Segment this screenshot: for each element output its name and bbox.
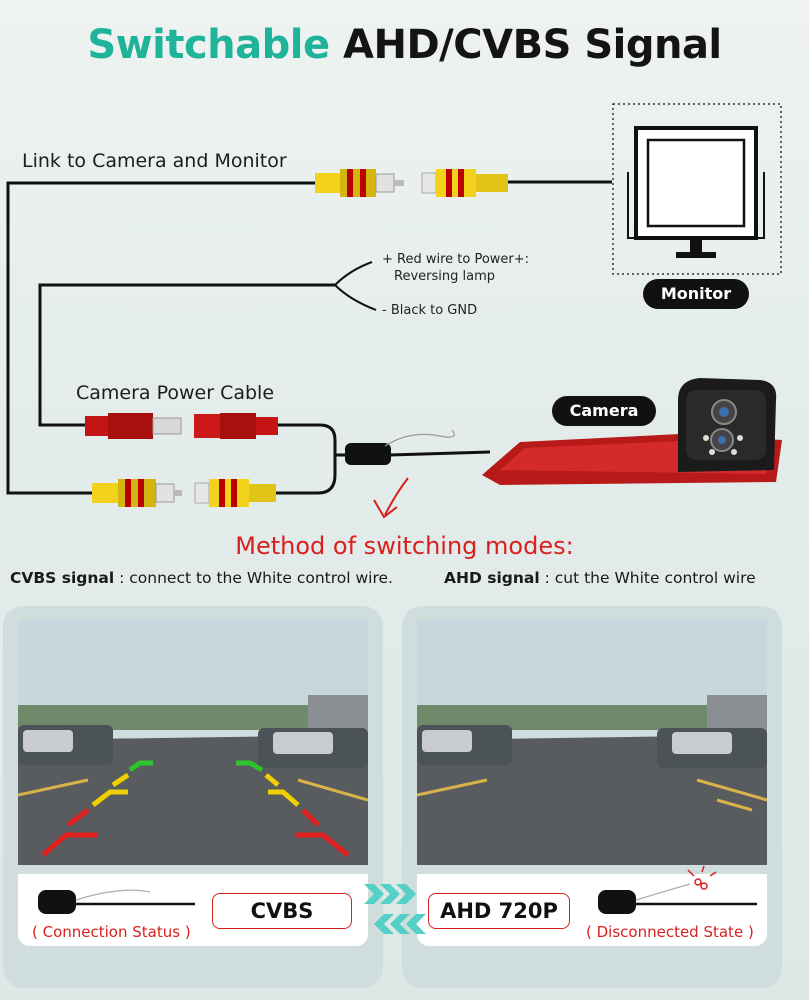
connected-wire-icon (38, 889, 195, 914)
ahd-instruction: AHD signal : cut the White control wire (444, 569, 756, 587)
link-label: Link to Camera and Monitor (22, 150, 287, 172)
cvbs-camera-view (18, 620, 368, 865)
monitor-icon (612, 103, 782, 275)
rca-connector-icon (92, 479, 182, 507)
rca-connector-icon (194, 479, 276, 507)
cvbs-mode-label: CVBS (212, 893, 352, 929)
title-highlight: Switchable (87, 22, 330, 68)
disconnected-state: ( Disconnected State ) (586, 923, 754, 941)
black-wire-label: - Black to GND (382, 303, 478, 318)
connection-status: ( Connection Status ) (32, 923, 191, 941)
ahd-text: : cut the White control wire (539, 569, 756, 587)
rca-connector-icon (421, 169, 508, 197)
page-title: Switchable AHD/CVBS Signal (0, 22, 809, 68)
arrow-icon (373, 477, 409, 519)
switch-arrows-icon (364, 884, 426, 934)
power-connector-icon (194, 413, 278, 439)
cvbs-text: : connect to the White control wire. (114, 569, 393, 587)
cvbs-key: CVBS signal (10, 569, 115, 587)
red-wire-sublabel: Reversing lamp (394, 269, 495, 284)
camera-icon (482, 378, 782, 485)
junction-box (345, 443, 391, 465)
red-wire-label: + Red wire to Power+: (382, 252, 530, 267)
camera-badge: Camera (552, 396, 656, 426)
rca-connector-icon (315, 169, 404, 197)
power-connector-icon (85, 413, 182, 439)
cvbs-instruction: CVBS signal : connect to the White contr… (10, 569, 393, 587)
wiring-diagram (6, 103, 782, 519)
power-cable-label: Camera Power Cable (76, 382, 275, 404)
monitor-badge: Monitor (643, 279, 749, 309)
disconnected-wire-icon (598, 865, 757, 914)
method-heading: Method of switching modes: (235, 532, 574, 560)
scissors-icon (687, 865, 717, 890)
ahd-mode-label: AHD 720P (428, 893, 570, 929)
title-main: AHD/CVBS Signal (343, 22, 722, 68)
ahd-key: AHD signal (444, 569, 540, 587)
ahd-camera-view (417, 620, 767, 865)
